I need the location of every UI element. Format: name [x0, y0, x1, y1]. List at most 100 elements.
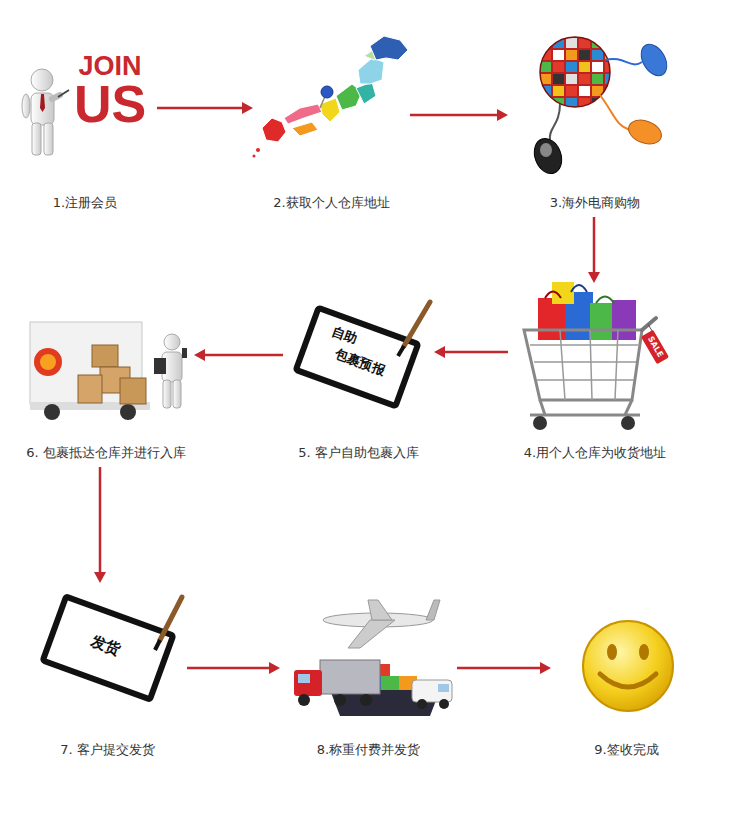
transport-vehicles-part	[412, 680, 452, 702]
globe-and-mice-part-part	[579, 62, 590, 72]
globe-and-mice-part	[540, 143, 552, 157]
japan-map-part	[284, 104, 322, 124]
tablet-pen-part	[39, 593, 177, 704]
step-caption: 4.用个人仓库为收货地址	[524, 445, 666, 461]
tablet-pen	[292, 302, 430, 410]
illustration-text: 自助	[331, 324, 360, 345]
delivery-truck-part	[34, 348, 62, 376]
globe-and-mice-part-part	[553, 50, 564, 60]
illustration-text: 发货	[89, 634, 122, 658]
japan-map-part	[262, 118, 286, 142]
step-caption: 6. 包裹抵达仓库并进行入库	[26, 445, 186, 461]
presenter-figure-part	[31, 69, 53, 91]
delivery-truck-part	[92, 345, 118, 367]
globe-and-mice-part-part	[566, 74, 577, 84]
japan-map-part	[292, 122, 318, 136]
flow-arrow	[187, 662, 280, 674]
arrow-line	[99, 467, 102, 574]
shopping-cart-part	[641, 330, 669, 365]
japan-map	[253, 36, 409, 158]
transport-vehicles-part	[298, 694, 310, 706]
globe-and-mice-part-part	[553, 62, 564, 72]
japan-map-part	[370, 36, 408, 60]
transport-vehicles-part	[298, 674, 310, 683]
delivery-truck-part	[164, 334, 180, 350]
flow-arrow	[94, 467, 106, 583]
japan-map-part	[253, 155, 256, 158]
transport-vehicles-part	[320, 660, 380, 694]
tablet-pen-part	[398, 346, 404, 356]
arrow-line	[187, 667, 271, 670]
shopping-cart	[524, 282, 669, 430]
flow-arrow	[194, 349, 283, 361]
smiley-face-part	[583, 621, 673, 711]
arrow-head	[588, 272, 600, 283]
globe-and-mice-part-part	[566, 50, 577, 60]
shopping-cart-part	[540, 400, 545, 415]
step-caption: 8.称重付费并发货	[317, 742, 420, 758]
delivery-truck-part	[154, 358, 166, 374]
transport-vehicles-part	[294, 670, 322, 696]
presenter-figure	[22, 69, 69, 155]
globe-and-mice-part-part	[566, 38, 577, 48]
delivery-truck-part	[44, 404, 60, 420]
arrow-head	[540, 662, 551, 674]
globe-and-mice-part-part	[579, 74, 590, 84]
tablet-pen-part	[155, 640, 160, 650]
tablet-pen-part-part	[300, 312, 414, 403]
arrow-head	[269, 662, 280, 674]
step-caption: 3.海外电商购物	[550, 195, 640, 211]
presenter-figure-part	[58, 90, 69, 97]
tablet-pen-part-part	[39, 593, 177, 704]
arrow-head	[497, 109, 508, 121]
arrow-line	[410, 114, 499, 117]
arrow-head	[94, 572, 106, 583]
shopping-cart-part	[560, 330, 565, 400]
delivery-truck	[30, 322, 187, 420]
tablet-pen-part-part	[47, 600, 170, 695]
shopping-cart-part-part	[641, 330, 669, 365]
globe-and-mice-part	[600, 95, 630, 130]
illustration-text: JOIN	[78, 53, 141, 80]
globe-and-mice-part-part	[579, 50, 590, 60]
globe-and-mice-part	[540, 37, 610, 107]
tablet-pen	[39, 593, 182, 704]
presenter-figure-part	[32, 123, 41, 155]
globe-and-mice-part-part	[592, 62, 603, 72]
smiley-face-part	[607, 644, 617, 660]
flow-arrow	[457, 662, 551, 674]
shopping-cart-part	[534, 361, 636, 363]
step-caption: 7. 客户提交发货	[60, 742, 155, 758]
arrow-head	[434, 346, 445, 358]
shopping-cart-part	[571, 285, 587, 292]
arrow-head	[242, 102, 253, 114]
delivery-truck-part	[40, 354, 56, 370]
shopping-cart-part	[537, 379, 634, 381]
step-caption: 5. 客户自助包裹入库	[298, 445, 419, 461]
shopping-cart-part	[615, 330, 618, 400]
japan-map-part	[256, 148, 260, 152]
arrow-head	[194, 349, 205, 361]
tablet-pen-part	[160, 597, 182, 640]
globe-and-mice-part	[625, 116, 664, 148]
shopping-cart-part	[596, 297, 614, 304]
tablet-pen-part	[292, 304, 422, 410]
shopping-cart-part	[533, 416, 547, 430]
transport-vehicles-part	[334, 694, 346, 706]
shopping-cart-part	[642, 318, 656, 330]
smiley-face-part	[639, 644, 649, 660]
shopping-cart-part	[530, 414, 640, 417]
shopping-cart-part	[545, 292, 561, 299]
shopping-cart-part	[590, 330, 592, 400]
tablet-pen-part	[404, 302, 430, 346]
shopping-cart-part	[530, 344, 638, 346]
delivery-truck-part	[163, 380, 171, 408]
flow-arrow	[588, 217, 600, 283]
globe-and-mice-part-part	[592, 50, 603, 60]
step-node: 5. 客户自助包裹入库	[285, 295, 432, 465]
delivery-truck-part	[120, 378, 146, 404]
arrow-line	[457, 667, 542, 670]
transport-vehicles-part	[439, 699, 449, 709]
globe-and-mice-part	[636, 40, 672, 80]
